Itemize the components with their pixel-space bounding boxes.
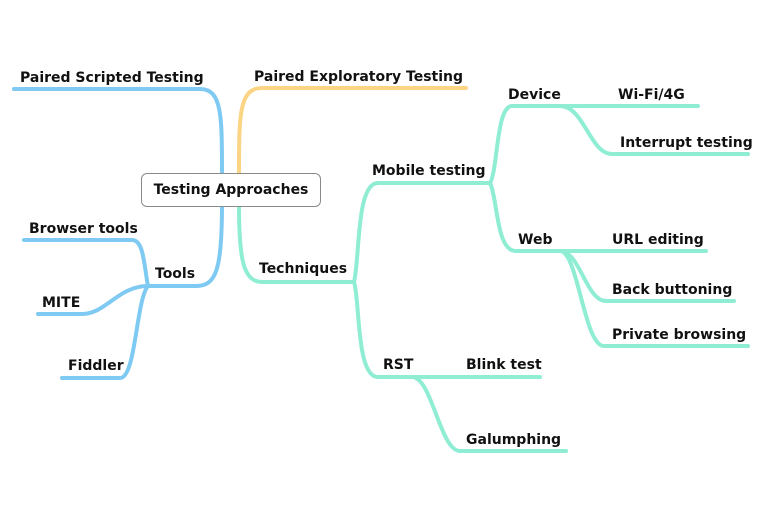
edge-web bbox=[488, 181, 562, 253]
edge-mite bbox=[36, 284, 150, 316]
edge-paired-scripted bbox=[12, 87, 224, 177]
topic-galumphing[interactable]: Galumphing bbox=[466, 432, 562, 448]
edge-device bbox=[488, 104, 562, 185]
topic-web[interactable]: Web bbox=[518, 232, 553, 248]
topic-back-buttoning[interactable]: Back buttoning bbox=[612, 282, 733, 298]
topic-device[interactable]: Device bbox=[508, 87, 561, 103]
edge-galumphing bbox=[410, 375, 568, 453]
topic-url-editing[interactable]: URL editing bbox=[612, 232, 704, 248]
topic-techniques[interactable]: Techniques bbox=[259, 261, 348, 277]
edge-private-browsing bbox=[558, 249, 750, 348]
edge-rst bbox=[352, 280, 414, 379]
topic-fiddler[interactable]: Fiddler bbox=[68, 358, 124, 374]
topic-tools[interactable]: Tools bbox=[155, 266, 196, 282]
edge-browser-tools bbox=[22, 238, 150, 288]
edge-techniques bbox=[237, 203, 356, 284]
edge-interrupt-testing bbox=[558, 104, 750, 156]
topic-wifi-4g[interactable]: Wi-Fi/4G bbox=[618, 87, 685, 103]
edge-mobile-testing bbox=[352, 181, 492, 284]
topic-private-browsing[interactable]: Private browsing bbox=[612, 327, 747, 343]
edge-tools bbox=[146, 203, 224, 288]
topic-interrupt-testing[interactable]: Interrupt testing bbox=[620, 135, 753, 151]
topic-rst[interactable]: RST bbox=[383, 357, 414, 373]
topic-paired-exploratory-testing[interactable]: Paired Exploratory Testing bbox=[254, 69, 464, 85]
topic-paired-scripted-testing[interactable]: Paired Scripted Testing bbox=[20, 70, 204, 86]
edge-paired-exploratory bbox=[237, 86, 468, 177]
topic-mobile-testing[interactable]: Mobile testing bbox=[372, 163, 486, 179]
topic-mite[interactable]: MITE bbox=[42, 295, 81, 311]
topic-blink-test[interactable]: Blink test bbox=[466, 357, 542, 373]
edge-fiddler bbox=[60, 284, 150, 380]
topic-browser-tools[interactable]: Browser tools bbox=[29, 221, 138, 237]
central-topic[interactable]: Testing Approaches bbox=[141, 173, 321, 207]
